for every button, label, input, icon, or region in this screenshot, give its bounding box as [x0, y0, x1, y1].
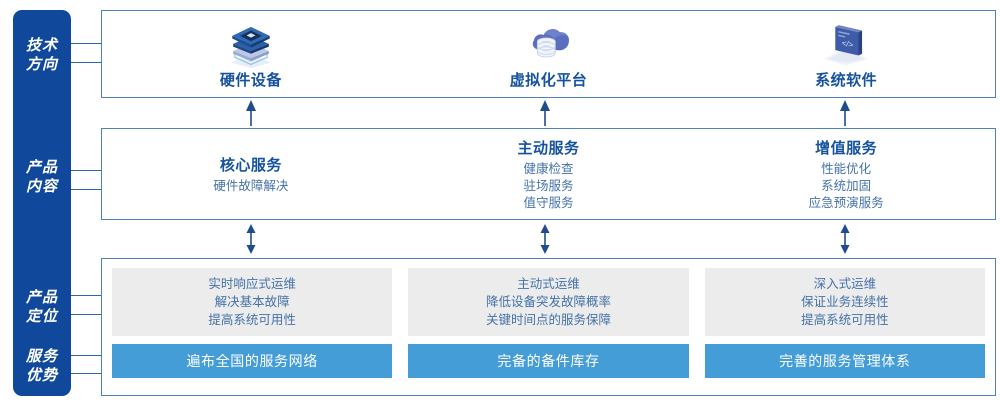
- rail-label-line: 产品: [25, 159, 58, 176]
- positioning-line: 提高系统可用性: [801, 313, 889, 327]
- laptop-code-icon: </>: [817, 18, 875, 68]
- service-title: 增值服务: [815, 139, 878, 157]
- arrow-up-virtualization: [538, 100, 552, 126]
- tech-title: 硬件设备: [219, 72, 282, 89]
- rail-label-line: 技术: [25, 37, 58, 54]
- positioning-line: 解决基本故障: [214, 295, 290, 309]
- svg-text:</>: </>: [841, 38, 855, 49]
- positioning-line: 深入式运维: [813, 277, 877, 291]
- connector-line: [71, 355, 103, 356]
- positioning-row: 实时响应式运维 解决基本故障 提高系统可用性 主动式运维 降低设备突发故障概率 …: [112, 268, 985, 336]
- rail-label-line: 产品: [25, 289, 58, 306]
- positioning-card-proactive[interactable]: 主动式运维 降低设备突发故障概率 关键时间点的服务保障: [408, 268, 689, 336]
- positioning-card-realtime[interactable]: 实时响应式运维 解决基本故障 提高系统可用性: [112, 268, 393, 336]
- positioning-line: 主动式运维: [517, 277, 580, 291]
- connector-line: [71, 314, 103, 315]
- rail-label-line: 服务: [25, 348, 58, 365]
- category-rail: 技术 方向 产品 内容 产品 定位 服务 优势: [13, 10, 71, 396]
- rail-label-product-content: 产品 内容: [13, 158, 71, 196]
- product-content-panel: 核心服务 硬件故障解决 主动服务 健康检查 驻场服务 值守服务 增值服务 性能优…: [101, 128, 996, 220]
- server-stack-icon: [222, 18, 280, 68]
- arrow-up-hardware: [244, 100, 258, 126]
- tech-column-hardware[interactable]: 硬件设备: [102, 11, 400, 97]
- tech-direction-panel: 硬件设备 虚拟化平台: [101, 10, 996, 98]
- connector-line: [71, 43, 103, 44]
- cloud-database-icon: [520, 18, 578, 68]
- service-item: 应急预演服务: [808, 195, 884, 210]
- rail-label-line: 优势: [25, 367, 58, 384]
- positioning-line: 提高系统可用性: [208, 313, 296, 327]
- tech-title: 虚拟化平台: [509, 72, 588, 89]
- advantage-bar-service-network[interactable]: 遍布全国的服务网络: [112, 344, 393, 378]
- tech-column-virtualization[interactable]: 虚拟化平台: [400, 11, 698, 97]
- arrow-double-virtualization: [538, 224, 552, 254]
- rail-label-line: 方向: [25, 56, 58, 73]
- content-column-proactive-service[interactable]: 主动服务 健康检查 驻场服务 值守服务: [400, 129, 698, 219]
- rail-label-line: 定位: [25, 308, 58, 325]
- service-item: 硬件故障解决: [213, 178, 289, 193]
- connector-line: [71, 373, 103, 374]
- rail-label-line: 内容: [25, 178, 58, 195]
- rail-label-product-position: 产品 定位: [13, 288, 71, 326]
- advantage-bar-management-system[interactable]: 完善的服务管理体系: [704, 344, 985, 378]
- connector-line: [71, 170, 103, 171]
- connector-line: [71, 189, 103, 190]
- positioning-line: 关键时间点的服务保障: [485, 313, 611, 327]
- service-title: 核心服务: [219, 156, 282, 174]
- advantages-row: 遍布全国的服务网络 完备的备件库存 完善的服务管理体系: [112, 344, 985, 378]
- positioning-line: 降低设备突发故障概率: [485, 295, 611, 309]
- arrow-double-hardware: [244, 224, 258, 254]
- content-column-value-added-service[interactable]: 增值服务 性能优化 系统加固 应急预演服务: [697, 129, 995, 219]
- positioning-line: 保证业务连续性: [801, 295, 889, 309]
- arrow-up-system-software: [838, 100, 852, 126]
- service-item: 系统加固: [821, 178, 872, 193]
- advantage-bar-spare-parts[interactable]: 完备的备件库存: [408, 344, 689, 378]
- service-item: 值守服务: [523, 195, 574, 210]
- service-item: 驻场服务: [523, 178, 574, 193]
- positioning-card-indepth[interactable]: 深入式运维 保证业务连续性 提高系统可用性: [704, 268, 985, 336]
- content-column-core-service[interactable]: 核心服务 硬件故障解决: [102, 129, 400, 219]
- connector-line: [71, 295, 103, 296]
- tech-title: 系统软件: [815, 72, 878, 89]
- service-item: 性能优化: [821, 161, 872, 176]
- service-item: 健康检查: [523, 161, 574, 176]
- tech-column-system-software[interactable]: </> 系统软件: [697, 11, 995, 97]
- positioning-advantages-panel: 实时响应式运维 解决基本故障 提高系统可用性 主动式运维 降低设备突发故障概率 …: [101, 258, 996, 396]
- connector-line: [71, 62, 103, 63]
- rail-label-service-advantage: 服务 优势: [13, 347, 71, 385]
- rail-label-tech-direction: 技术 方向: [13, 36, 71, 74]
- service-title: 主动服务: [517, 139, 580, 157]
- arrow-double-system-software: [838, 224, 852, 254]
- positioning-line: 实时响应式运维: [208, 277, 296, 291]
